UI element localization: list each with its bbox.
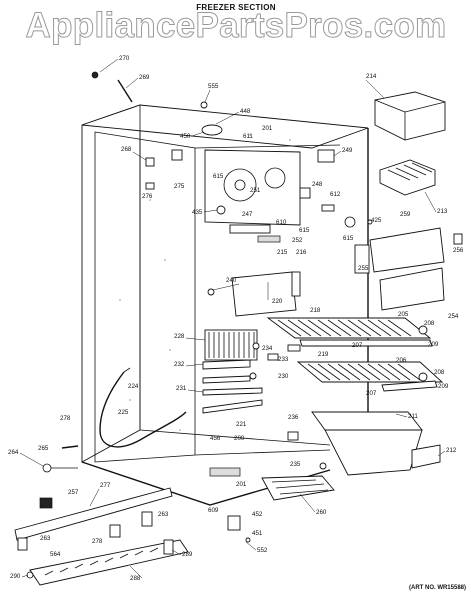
callout-425: 425 <box>371 217 382 224</box>
callout-256: 256 <box>453 247 464 254</box>
callout-231: 231 <box>176 385 187 392</box>
leader-lines <box>19 58 446 579</box>
callout-268: 268 <box>121 146 132 153</box>
callout-450: 450 <box>180 133 191 140</box>
callout-209-b: 209 <box>438 383 449 390</box>
callout-265: 265 <box>38 445 49 452</box>
callout-288: 288 <box>130 575 141 582</box>
diagram-title: FREEZER SECTION <box>196 3 276 12</box>
ice-trays <box>354 91 446 311</box>
callout-207: 207 <box>352 342 363 349</box>
callout-200: 200 <box>234 435 245 442</box>
callout-255: 255 <box>358 265 369 272</box>
callout-201-b: 201 <box>236 481 247 488</box>
callout-212: 212 <box>446 447 457 454</box>
watermark: AppliancePartsPros.com <box>25 6 447 46</box>
callout-615-b: 615 <box>299 227 310 234</box>
callout-615: 615 <box>213 173 224 180</box>
callout-615-c: 615 <box>343 235 354 242</box>
callout-270: 270 <box>119 55 130 62</box>
evaporator-coil <box>204 329 258 361</box>
callout-564: 564 <box>50 551 61 558</box>
callout-289: 289 <box>182 551 193 558</box>
callout-263-b: 263 <box>40 535 51 542</box>
callout-259: 259 <box>400 211 411 218</box>
callout-263: 263 <box>158 511 169 518</box>
callout-208-b: 208 <box>434 369 445 376</box>
callout-214: 214 <box>366 73 377 80</box>
callout-435: 435 <box>192 209 203 216</box>
callout-609: 609 <box>208 507 219 514</box>
callout-552: 552 <box>257 547 268 554</box>
callout-247: 247 <box>242 211 253 218</box>
callout-208: 208 <box>424 320 435 327</box>
callout-218: 218 <box>310 307 321 314</box>
callout-211: 211 <box>408 413 418 420</box>
callout-260: 260 <box>316 509 327 516</box>
callout-448: 448 <box>240 108 251 115</box>
ice-bin <box>311 411 441 476</box>
callout-277: 277 <box>100 482 111 489</box>
callout-251: 251 <box>250 187 261 194</box>
callout-278: 278 <box>60 415 71 422</box>
callout-233: 233 <box>278 356 289 363</box>
art-number: (ART NO. WR15588) <box>408 585 466 591</box>
callout-236: 236 <box>288 414 299 421</box>
callout-213: 213 <box>437 208 448 215</box>
callout-555: 555 <box>208 83 219 90</box>
hardware <box>61 71 463 543</box>
callout-207-b: 207 <box>366 390 377 397</box>
callout-216: 216 <box>296 249 307 256</box>
callout-248: 248 <box>312 181 323 188</box>
callout-456: 456 <box>210 435 221 442</box>
callout-276: 276 <box>142 193 153 200</box>
callout-612: 612 <box>330 191 341 198</box>
evaporator-fan-housing <box>204 149 301 243</box>
callout-235: 235 <box>290 461 301 468</box>
rear-duct-panel <box>231 271 301 317</box>
heater-loop <box>99 367 187 448</box>
base-parts <box>14 463 335 586</box>
callout-290: 290 <box>10 573 21 580</box>
callout-225: 225 <box>118 409 129 416</box>
callout-240: 240 <box>226 277 237 284</box>
callout-252: 252 <box>292 237 303 244</box>
callout-232: 232 <box>174 361 185 368</box>
callout-452: 452 <box>252 511 263 518</box>
callout-249: 249 <box>342 147 353 154</box>
callout-219: 219 <box>318 351 329 358</box>
callout-234: 234 <box>262 345 273 352</box>
callout-230: 230 <box>278 373 289 380</box>
callout-201: 201 <box>262 125 273 132</box>
callout-278-b: 278 <box>92 538 103 545</box>
callout-275: 275 <box>174 183 185 190</box>
callout-254: 254 <box>448 313 459 320</box>
callout-205: 205 <box>398 311 409 318</box>
callout-224: 224 <box>128 383 139 390</box>
shelf-rails <box>202 359 263 477</box>
callout-269: 269 <box>139 74 150 81</box>
freezer-cabinet <box>81 104 369 506</box>
callout-451: 451 <box>252 530 263 537</box>
callout-228: 228 <box>174 333 185 340</box>
part-callouts: 270 269 555 448 450 611 201 268 275 276 … <box>8 55 464 582</box>
callout-209: 209 <box>428 341 439 348</box>
callout-206: 206 <box>396 357 407 364</box>
callout-221: 221 <box>236 421 247 428</box>
callout-610: 610 <box>276 219 287 226</box>
callout-611: 611 <box>243 133 253 140</box>
wire-shelves <box>266 317 444 392</box>
callout-257: 257 <box>68 489 79 496</box>
callout-264: 264 <box>8 449 19 456</box>
callout-215: 215 <box>277 249 288 256</box>
callout-220: 220 <box>272 298 283 305</box>
